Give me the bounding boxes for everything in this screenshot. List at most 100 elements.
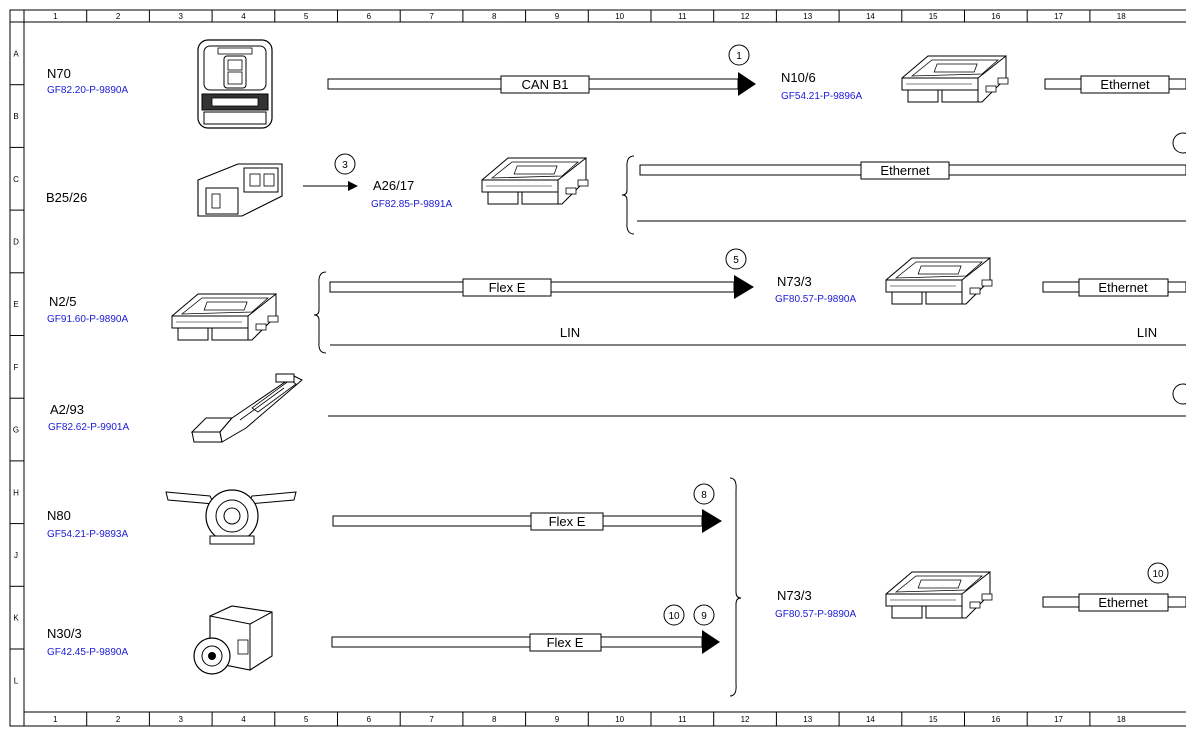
column-number: 5 — [304, 715, 309, 724]
callout-number: 3 — [342, 160, 348, 171]
sheet-border — [9, 9, 1186, 727]
bus-can-b1: CAN B1 — [327, 72, 756, 96]
bus-label-ethernet: Ethernet — [880, 163, 930, 178]
row-letter: F — [14, 363, 19, 372]
column-number: 3 — [179, 12, 184, 21]
callout-1: 1 — [728, 44, 750, 66]
steering-column-module-icon — [165, 489, 297, 545]
bus-label-flex-e: Flex E — [547, 635, 584, 650]
row-letter: H — [13, 488, 19, 497]
bus-label-flex-e: Flex E — [489, 280, 526, 295]
callout-5: 5 — [725, 248, 747, 270]
column-number: 2 — [116, 12, 121, 21]
column-number: 15 — [929, 12, 938, 21]
column-number: 1 — [53, 715, 58, 724]
component-reference-link[interactable]: GF54.21-P-9896A — [781, 91, 862, 102]
component-n70[interactable]: N70 GF82.20-P-9890A — [47, 39, 273, 129]
column-number: 13 — [803, 12, 812, 21]
bus-label-ethernet: Ethernet — [1100, 77, 1150, 92]
column-number: 7 — [429, 12, 434, 21]
component-n80[interactable]: N80 GF54.21-P-9893A — [47, 489, 297, 545]
column-number: 17 — [1054, 715, 1063, 724]
component-name: N73/3 — [777, 274, 812, 289]
column-number: 4 — [241, 715, 246, 724]
column-number: 4 — [241, 12, 246, 21]
callout-3: 3 — [334, 153, 356, 175]
bus-group-bracket — [729, 477, 742, 697]
component-reference-link[interactable]: GF42.45-P-9890A — [47, 647, 128, 658]
column-number: 14 — [866, 12, 875, 21]
antenna-module-icon — [190, 373, 303, 443]
bus-label-can-b1: CAN B1 — [522, 77, 569, 92]
bus-label-ethernet: Ethernet — [1098, 280, 1148, 295]
component-reference-link[interactable]: GF82.62-P-9901A — [48, 422, 129, 433]
column-number: 14 — [866, 715, 875, 724]
column-number: 16 — [991, 12, 1000, 21]
callout-8: 8 — [693, 483, 715, 505]
column-number: 6 — [367, 715, 372, 724]
row-letter: B — [13, 112, 18, 121]
bus-label-ethernet: Ethernet — [1098, 595, 1148, 610]
row-letter: G — [13, 426, 19, 435]
callout-number: 10 — [668, 611, 680, 622]
component-name: A26/17 — [373, 178, 414, 193]
component-reference-link[interactable]: GF80.57-P-9890A — [775, 609, 856, 620]
bus-label-lin: LIN — [1137, 325, 1157, 340]
bus-group-bracket — [621, 155, 635, 235]
row-letter: A — [13, 49, 19, 58]
control-unit-icon — [171, 293, 279, 341]
callout-partial — [1172, 132, 1186, 154]
column-number: 10 — [615, 12, 624, 21]
column-number: 13 — [803, 715, 812, 724]
callout-number: 9 — [701, 611, 707, 622]
component-name: N30/3 — [47, 626, 82, 641]
bus-label-box — [500, 75, 590, 94]
column-number: 6 — [367, 12, 372, 21]
component-n73-3-upper[interactable]: N73/3 GF80.57-P-9890A — [775, 257, 993, 305]
component-reference-link[interactable]: GF91.60-P-9890A — [47, 314, 128, 325]
component-name: A2/93 — [50, 402, 84, 417]
column-number: 2 — [116, 715, 121, 724]
component-reference-link[interactable]: GF80.57-P-9890A — [775, 294, 856, 305]
callout-9: 9 — [693, 604, 715, 626]
callout-number: 10 — [1152, 569, 1164, 580]
column-number: 9 — [555, 715, 560, 724]
control-unit-icon — [901, 55, 1009, 103]
component-name: N80 — [47, 508, 71, 523]
bus-ethernet-3: Ethernet — [1042, 278, 1186, 297]
component-n73-3-lower[interactable]: N73/3 GF80.57-P-9890A — [775, 571, 993, 620]
column-number: 5 — [304, 12, 309, 21]
component-reference-link[interactable]: GF54.21-P-9893A — [47, 529, 128, 540]
component-reference-link[interactable]: GF82.85-P-9891A — [371, 199, 452, 210]
component-reference-link[interactable]: GF82.20-P-9890A — [47, 85, 128, 96]
overhead-control-panel-icon — [197, 39, 273, 129]
row-letter: L — [14, 676, 19, 685]
column-number: 16 — [991, 715, 1000, 724]
bus-ethernet-4: Ethernet — [1042, 593, 1186, 612]
row-letter: E — [13, 300, 18, 309]
column-number: 8 — [492, 12, 497, 21]
component-b25-26[interactable]: B25/26 — [46, 163, 283, 217]
component-a2-93[interactable]: A2/93 GF82.62-P-9901A — [48, 373, 303, 443]
bus-ethernet-1: Ethernet — [1044, 75, 1186, 94]
camera-module-icon — [193, 605, 273, 675]
component-n2-5[interactable]: N2/5 GF91.60-P-9890A — [47, 293, 279, 341]
row-letter: C — [13, 175, 19, 184]
bus-group-bracket — [313, 271, 327, 354]
bus-label-flex-e: Flex E — [549, 514, 586, 529]
callout-partial — [1172, 383, 1186, 405]
callout-10: 10 — [663, 604, 685, 626]
component-n30-3[interactable]: N30/3 GF42.45-P-9890A — [47, 605, 273, 675]
column-number: 11 — [678, 12, 687, 21]
component-a26-17[interactable]: A26/17 GF82.85-P-9891A — [371, 157, 589, 210]
component-n10-6[interactable]: N10/6 GF54.21-P-9896A — [781, 55, 1009, 103]
column-number: 15 — [929, 715, 938, 724]
drawing-frame — [23, 21, 1186, 713]
row-letter: J — [14, 551, 18, 560]
column-number: 12 — [741, 715, 750, 724]
component-name: N73/3 — [777, 588, 812, 603]
column-number: 18 — [1117, 12, 1126, 21]
column-number: 18 — [1117, 715, 1126, 724]
